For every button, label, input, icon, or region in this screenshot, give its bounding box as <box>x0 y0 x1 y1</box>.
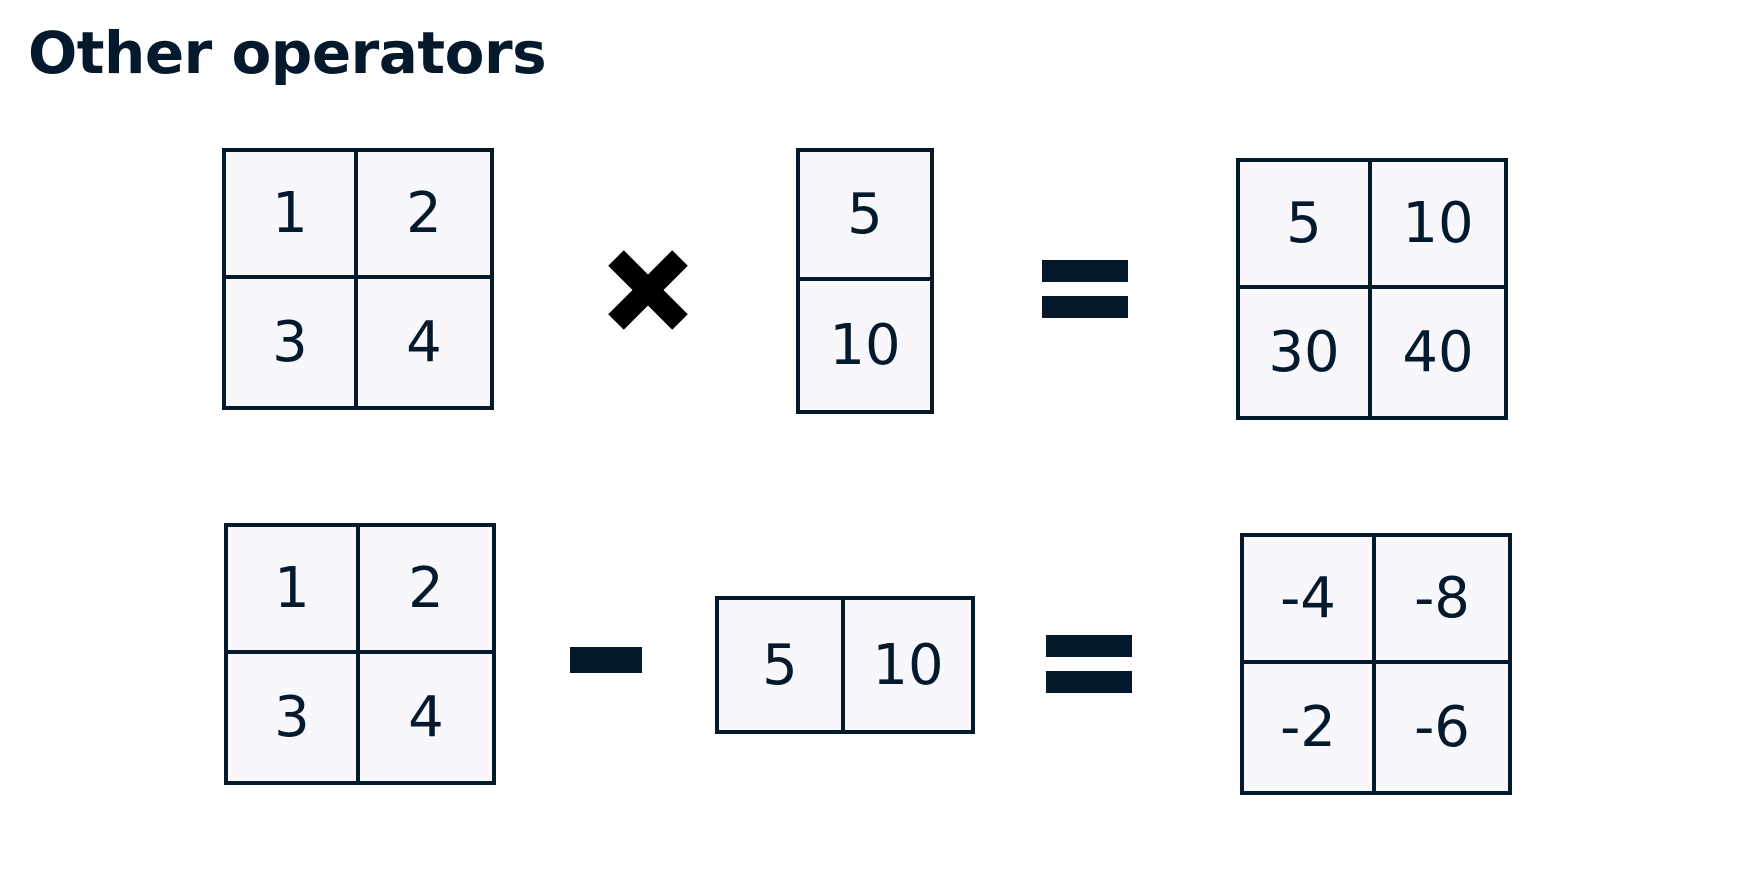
minus-icon <box>570 647 642 673</box>
matrix-cell: 5 <box>800 152 930 281</box>
matrix-row2-left: 1 2 3 4 <box>224 523 496 785</box>
vector-row1-column: 5 10 <box>796 148 934 414</box>
matrix-cell: 5 <box>719 600 845 730</box>
matrix-cell: -8 <box>1376 537 1508 664</box>
matrix-row1-left: 1 2 3 4 <box>222 148 494 410</box>
matrix-cell: 4 <box>406 310 442 375</box>
matrix-cell: 1 <box>226 152 358 279</box>
matrix-cell: 1 <box>228 527 360 654</box>
matrix-cell: 3 <box>228 654 360 781</box>
matrix-cell: 5 <box>1240 162 1372 289</box>
matrix-cell: -4 <box>1244 537 1376 664</box>
equals-icon <box>1042 260 1128 320</box>
matrix-cell: -2 <box>1244 664 1376 791</box>
matrix-cell: 40 <box>1402 320 1474 385</box>
multiply-icon <box>606 248 690 332</box>
matrix-cell: -6 <box>1414 695 1470 760</box>
page-title: Other operators <box>28 19 547 87</box>
matrix-cell: 2 <box>360 527 492 654</box>
equals-icon <box>1046 635 1132 695</box>
matrix-cell: 4 <box>408 685 444 750</box>
vector-row2-row: 5 10 <box>715 596 975 734</box>
matrix-cell: 10 <box>872 632 944 698</box>
matrix-cell: 2 <box>358 152 490 279</box>
matrix-cell: 30 <box>1240 289 1372 416</box>
matrix-row2-result: -4 -8 -2 -6 <box>1240 533 1512 795</box>
matrix-cell: 3 <box>226 279 358 406</box>
matrix-cell: 10 <box>829 313 901 378</box>
matrix-row1-result: 5 10 30 40 <box>1236 158 1508 420</box>
matrix-cell: 10 <box>1372 162 1504 289</box>
